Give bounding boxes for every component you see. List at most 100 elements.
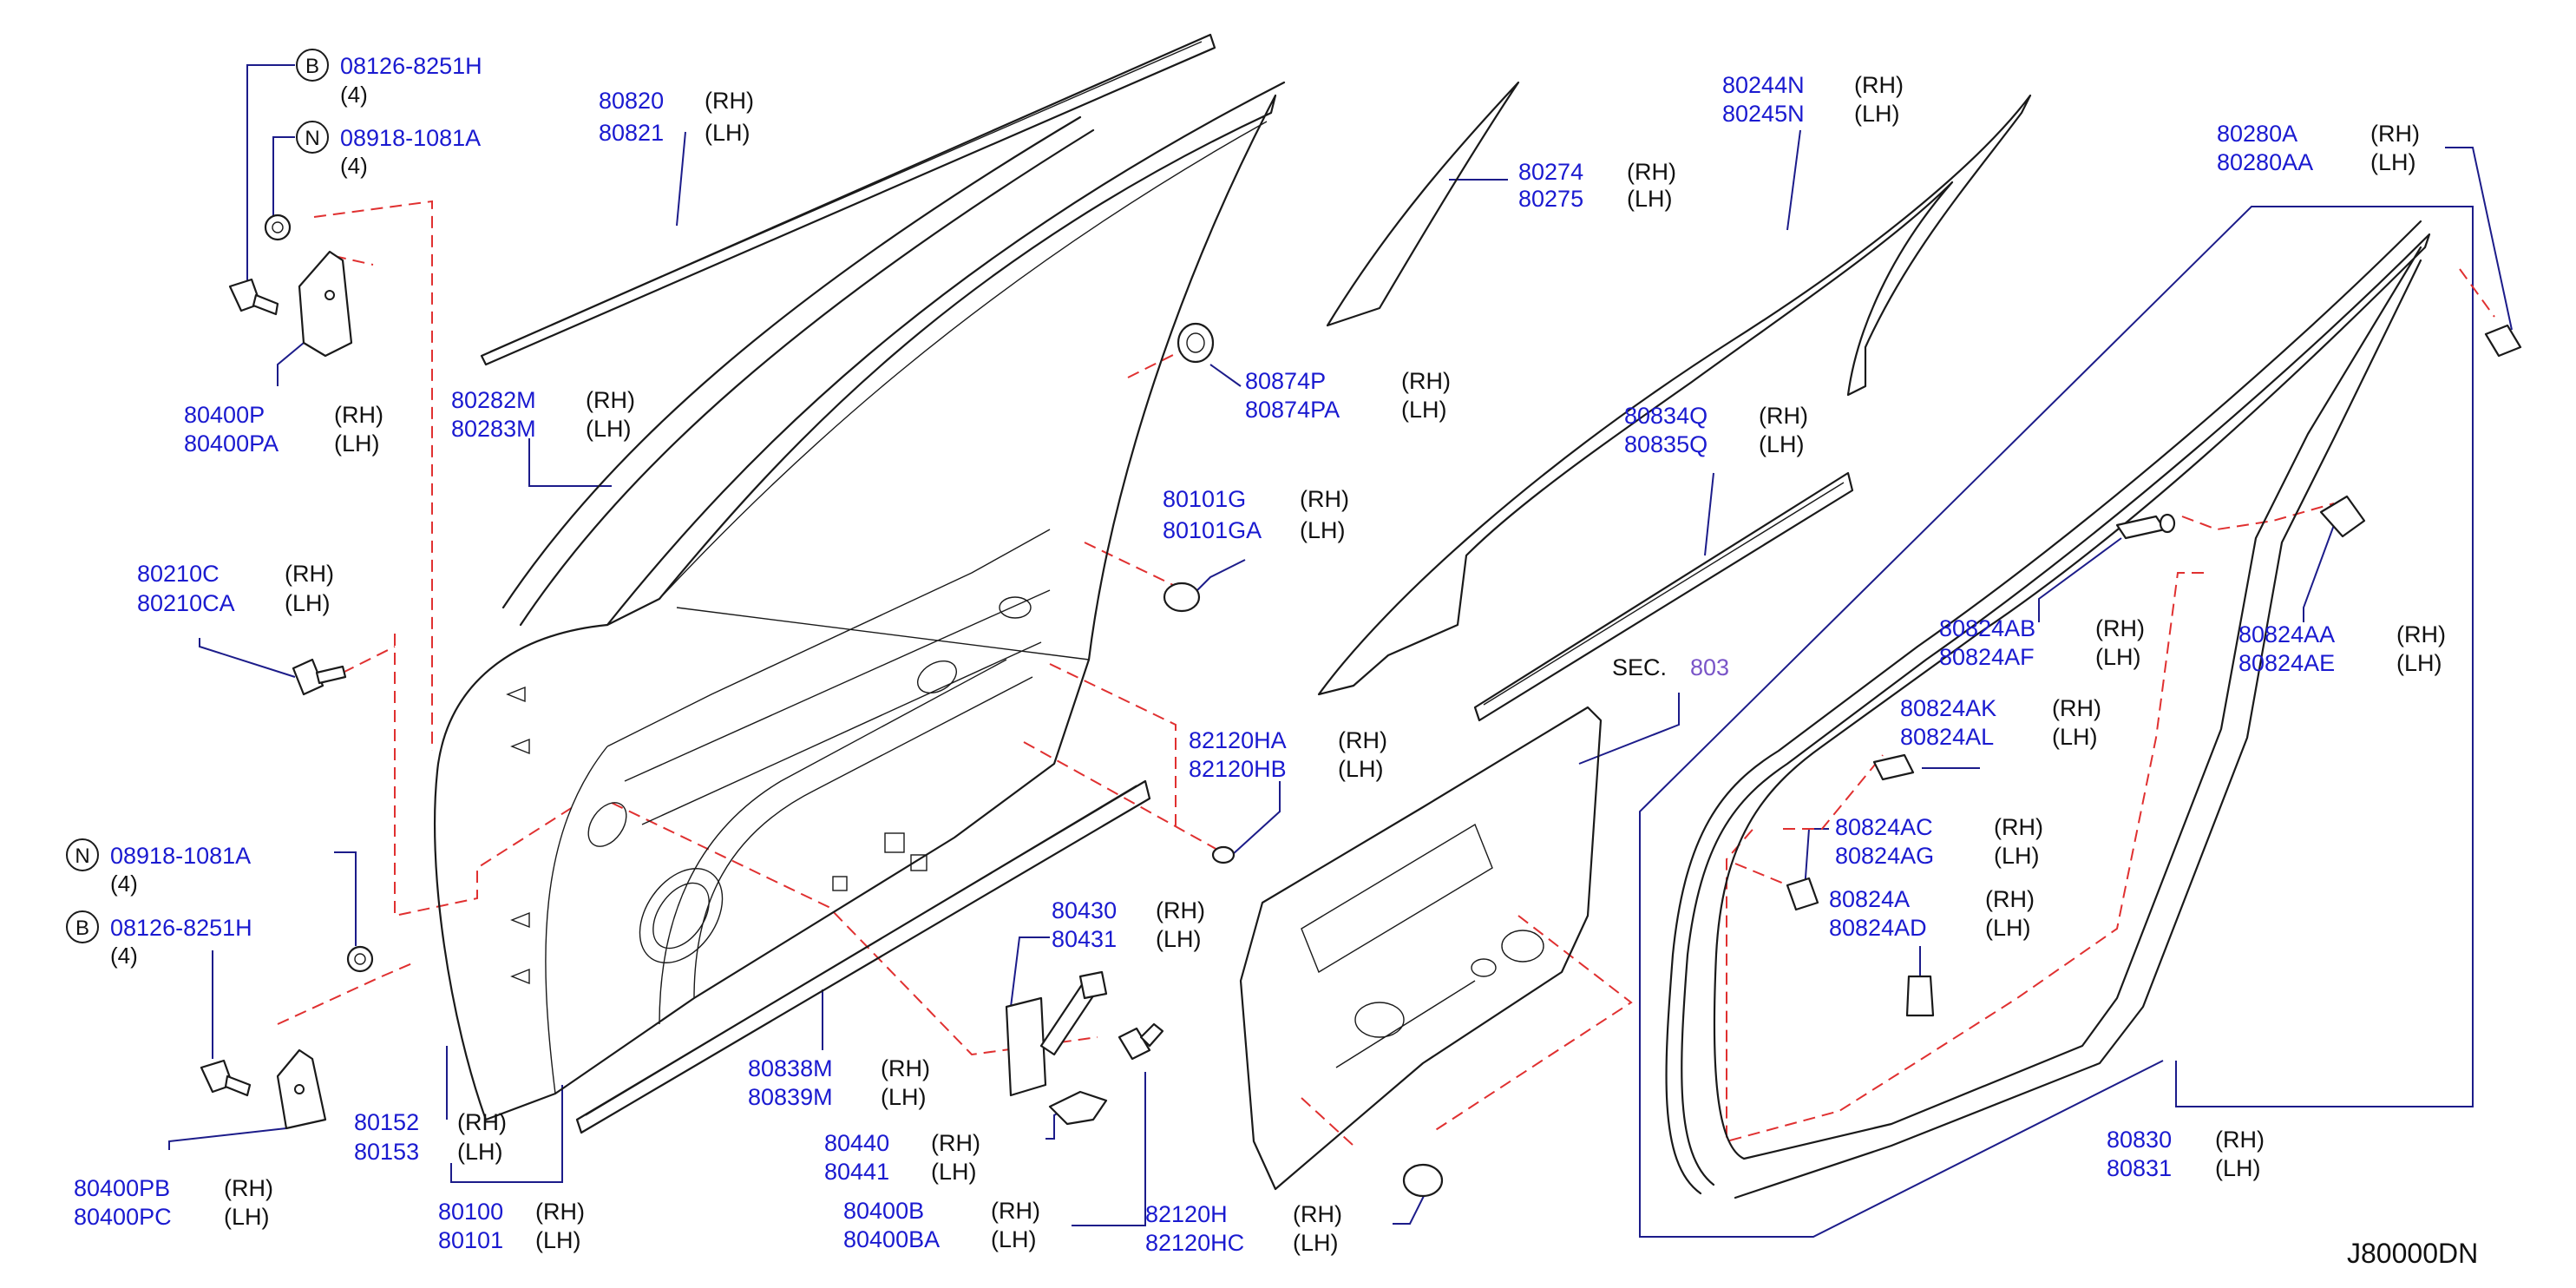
upper-hinge xyxy=(298,250,353,358)
part-label-80400P: 80400P (RH) 80400PA (LH) xyxy=(184,402,383,457)
part-label-80820: 80820 (RH) 80821 (LH) xyxy=(599,88,754,146)
svg-text:80824AF: 80824AF xyxy=(1939,644,2035,670)
svg-text:(LH): (LH) xyxy=(705,120,751,146)
quantity: (4) xyxy=(340,153,368,179)
svg-text:80824AK: 80824AK xyxy=(1900,695,1996,721)
lower-hinge xyxy=(276,1048,327,1130)
svg-text:(LH): (LH) xyxy=(1985,915,2031,941)
svg-text:80824AG: 80824AG xyxy=(1835,843,1934,869)
part-label-80274: 80274 (RH) 80275 (LH) xyxy=(1518,159,1676,212)
part-label-82120H: 82120H (RH) 82120HC (LH) xyxy=(1145,1201,1342,1256)
clip-80824A xyxy=(1905,975,1935,1017)
leader-lines xyxy=(168,64,2513,1238)
svg-text:80838M: 80838M xyxy=(748,1055,833,1081)
weatherstrip xyxy=(1665,220,2431,1199)
svg-text:80400PB: 80400PB xyxy=(74,1175,170,1201)
upper-hinge-nut xyxy=(264,214,292,241)
svg-text:(LH): (LH) xyxy=(1338,756,1384,782)
svg-text:80400PC: 80400PC xyxy=(74,1204,172,1230)
fastener-n-top: N 08918-1081A (4) xyxy=(296,121,481,179)
svg-text:(LH): (LH) xyxy=(535,1227,581,1253)
svg-text:80824A: 80824A xyxy=(1829,886,1910,912)
svg-text:(LH): (LH) xyxy=(1759,431,1805,457)
svg-text:(RH): (RH) xyxy=(1300,486,1349,512)
nut-symbol-icon xyxy=(296,121,329,154)
svg-text:(RH): (RH) xyxy=(705,88,754,114)
part-label-80440: 80440 (RH) 80441 (LH) xyxy=(824,1130,980,1185)
clip-80824AK xyxy=(1872,753,1915,781)
svg-text:(LH): (LH) xyxy=(2095,644,2141,670)
bolt-symbol-icon xyxy=(296,49,329,82)
svg-text:80874P: 80874P xyxy=(1245,368,1326,394)
svg-text:(LH): (LH) xyxy=(457,1139,503,1165)
quantity: (4) xyxy=(340,82,368,108)
part-label-80838M: 80838M (RH) 80839M (LH) xyxy=(748,1055,930,1110)
lower-hinge-nut xyxy=(346,945,374,973)
part-label-80824AA: 80824AA (RH) 80824AE (LH) xyxy=(2238,621,2446,676)
svg-text:(RH): (RH) xyxy=(224,1175,273,1201)
svg-text:80820: 80820 xyxy=(599,88,664,114)
svg-text:80431: 80431 xyxy=(1052,926,1117,952)
bolt-symbol-icon xyxy=(66,910,99,943)
fastener-n-bottom: N 08918-1081A (4) xyxy=(66,838,251,897)
svg-text:(RH): (RH) xyxy=(2396,621,2446,647)
outer-belt-molding xyxy=(480,33,1216,366)
clip-80824AC xyxy=(1786,877,1819,911)
svg-text:(RH): (RH) xyxy=(285,561,334,587)
svg-text:(RH): (RH) xyxy=(1994,814,2043,840)
svg-text:80100: 80100 xyxy=(438,1199,503,1225)
part-number: 08126-8251H xyxy=(110,915,252,941)
upper-hinge-bolt xyxy=(228,278,279,316)
svg-text:80274: 80274 xyxy=(1518,159,1583,185)
part-label-80400B: 80400B (RH) 80400BA (LH) xyxy=(843,1198,1040,1252)
check-link-bumper xyxy=(1048,1090,1108,1126)
svg-text:80153: 80153 xyxy=(354,1139,419,1165)
svg-text:(RH): (RH) xyxy=(2215,1127,2265,1153)
part-label-80830: 80830 (RH) 80831 (LH) xyxy=(2107,1127,2265,1181)
bumper-rubber xyxy=(1163,582,1201,613)
nut-symbol-icon xyxy=(66,838,99,871)
svg-text:(LH): (LH) xyxy=(285,590,331,616)
check-link xyxy=(1005,970,1108,1097)
svg-text:(RH): (RH) xyxy=(2052,695,2101,721)
assembly-lines xyxy=(277,200,2495,1147)
part-label-80430: 80430 (RH) 80431 (LH) xyxy=(1052,897,1205,952)
part-number: 08918-1081A xyxy=(340,125,481,151)
inner-belt-molding xyxy=(1473,471,1854,722)
plug-upper xyxy=(1211,845,1236,864)
door-trim-panel xyxy=(1239,706,1603,1191)
clip-80824AA xyxy=(2319,495,2366,538)
svg-text:80821: 80821 xyxy=(599,120,664,146)
svg-text:80835Q: 80835Q xyxy=(1624,431,1708,457)
svg-text:80101G: 80101G xyxy=(1163,486,1246,512)
svg-text:80244N: 80244N xyxy=(1722,72,1805,98)
svg-text:82120HC: 82120HC xyxy=(1145,1230,1244,1256)
part-label-80280A: 80280A (RH) 80280AA (LH) xyxy=(2217,121,2420,175)
svg-text:80400P: 80400P xyxy=(184,402,265,428)
svg-text:80280AA: 80280AA xyxy=(2217,149,2313,175)
part-label-80824AC: 80824AC (RH) 80824AG (LH) xyxy=(1835,814,2043,869)
check-link-bolt xyxy=(1118,1022,1164,1061)
sash-trim-front xyxy=(1326,81,1520,327)
svg-text:(LH): (LH) xyxy=(334,430,380,457)
svg-text:(LH): (LH) xyxy=(586,416,632,442)
svg-text:(LH): (LH) xyxy=(2370,149,2416,175)
diagram-code: J80000DN xyxy=(2347,1238,2478,1269)
svg-text:(LH): (LH) xyxy=(931,1159,977,1185)
svg-text:(RH): (RH) xyxy=(1627,159,1676,185)
fastener-letter: N xyxy=(75,844,89,868)
part-label-80874P: 80874P (RH) 80874PA (LH) xyxy=(1245,368,1451,423)
svg-text:80441: 80441 xyxy=(824,1159,889,1185)
sill-molding xyxy=(575,779,1151,1134)
svg-text:(LH): (LH) xyxy=(881,1084,927,1110)
svg-text:80830: 80830 xyxy=(2107,1127,2172,1153)
door-sash-outer xyxy=(1317,94,2032,696)
svg-text:(LH): (LH) xyxy=(1627,186,1673,212)
svg-text:(RH): (RH) xyxy=(1759,403,1808,429)
part-label-80152: 80152 (RH) 80153 (LH) xyxy=(354,1109,507,1165)
svg-text:(RH): (RH) xyxy=(1985,886,2035,912)
part-label-80282M: 80282M (RH) 80283M (LH) xyxy=(451,387,635,442)
svg-text:80152: 80152 xyxy=(354,1109,419,1135)
fastener-letter: B xyxy=(75,917,89,940)
svg-text:(RH): (RH) xyxy=(1401,368,1451,394)
